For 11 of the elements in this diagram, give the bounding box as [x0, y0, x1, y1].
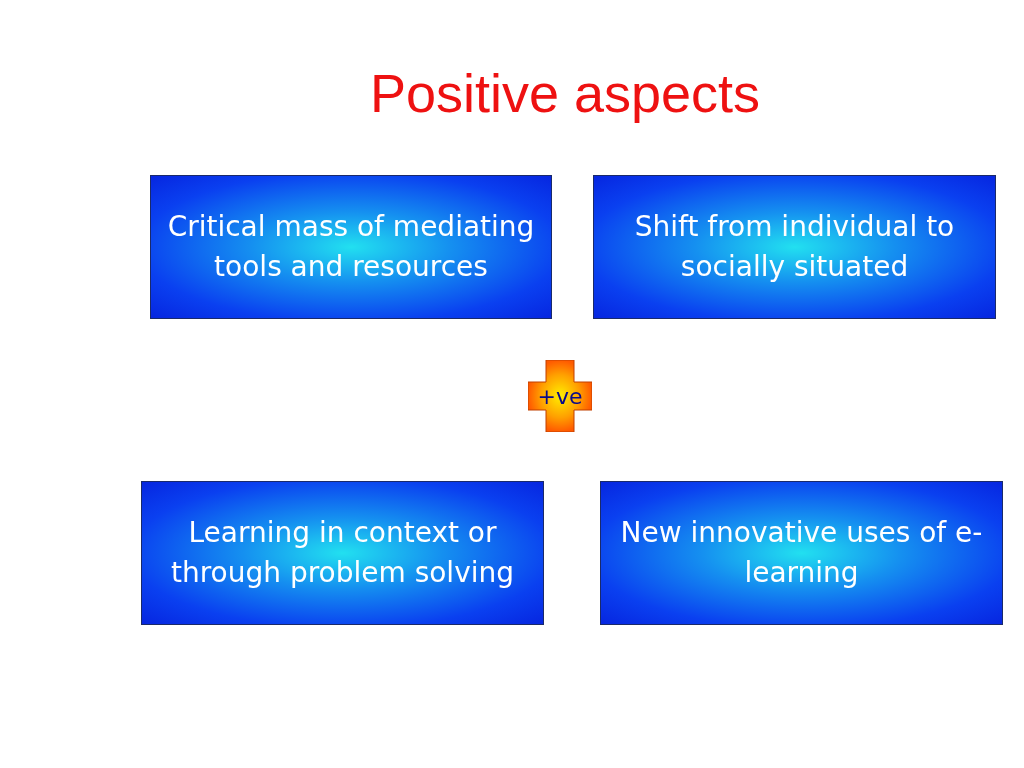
box-text: Shift from individual to socially situated — [633, 209, 956, 285]
text-box — [593, 175, 996, 319]
box-text: Critical mass of mediating tools and resources — [166, 209, 536, 285]
text-box — [150, 175, 552, 319]
text-box — [600, 481, 1003, 625]
cross-shape — [528, 360, 592, 432]
box-text: Learning in context or through problem solving — [169, 515, 515, 591]
text-box — [141, 481, 544, 625]
badge-text: +ve — [537, 383, 583, 409]
slide-title: Positive aspects — [368, 62, 762, 124]
box-text: New innovative uses of e-learning — [619, 515, 984, 591]
